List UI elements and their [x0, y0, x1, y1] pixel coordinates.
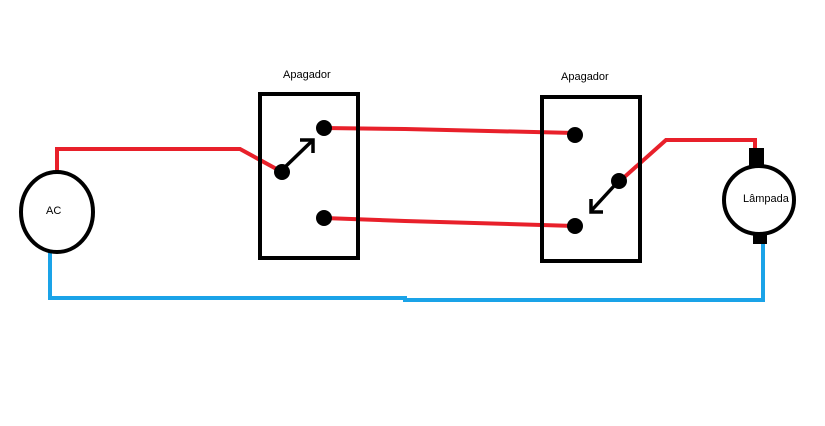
- ac-label: AC: [46, 205, 62, 217]
- switch-left-box: [258, 92, 360, 260]
- switch-left-terminal-top: [316, 120, 332, 136]
- neutral-wire: [48, 238, 765, 302]
- live-wire-lamp: [618, 138, 757, 183]
- switch-left-arrow: [282, 138, 315, 170]
- lamp-label: Lâmpada: [743, 193, 789, 205]
- switch-right-box: [540, 95, 642, 263]
- switch-right-terminal-common: [611, 173, 627, 189]
- switch-right-arrow: [589, 184, 616, 214]
- switch-left-terminal-bottom: [316, 210, 332, 226]
- traveler-wire-bottom: [323, 216, 576, 228]
- switch-right-terminal-top: [567, 127, 583, 143]
- ac-source: [19, 170, 95, 254]
- traveler-wire-top: [323, 126, 576, 135]
- lamp: [722, 164, 796, 236]
- switch-right-label: Apagador: [561, 71, 609, 83]
- live-wire-source: [55, 147, 283, 174]
- switch-right-terminal-bottom: [567, 218, 583, 234]
- switch-left-label: Apagador: [283, 69, 331, 81]
- lamp-terminal-top: [749, 148, 764, 167]
